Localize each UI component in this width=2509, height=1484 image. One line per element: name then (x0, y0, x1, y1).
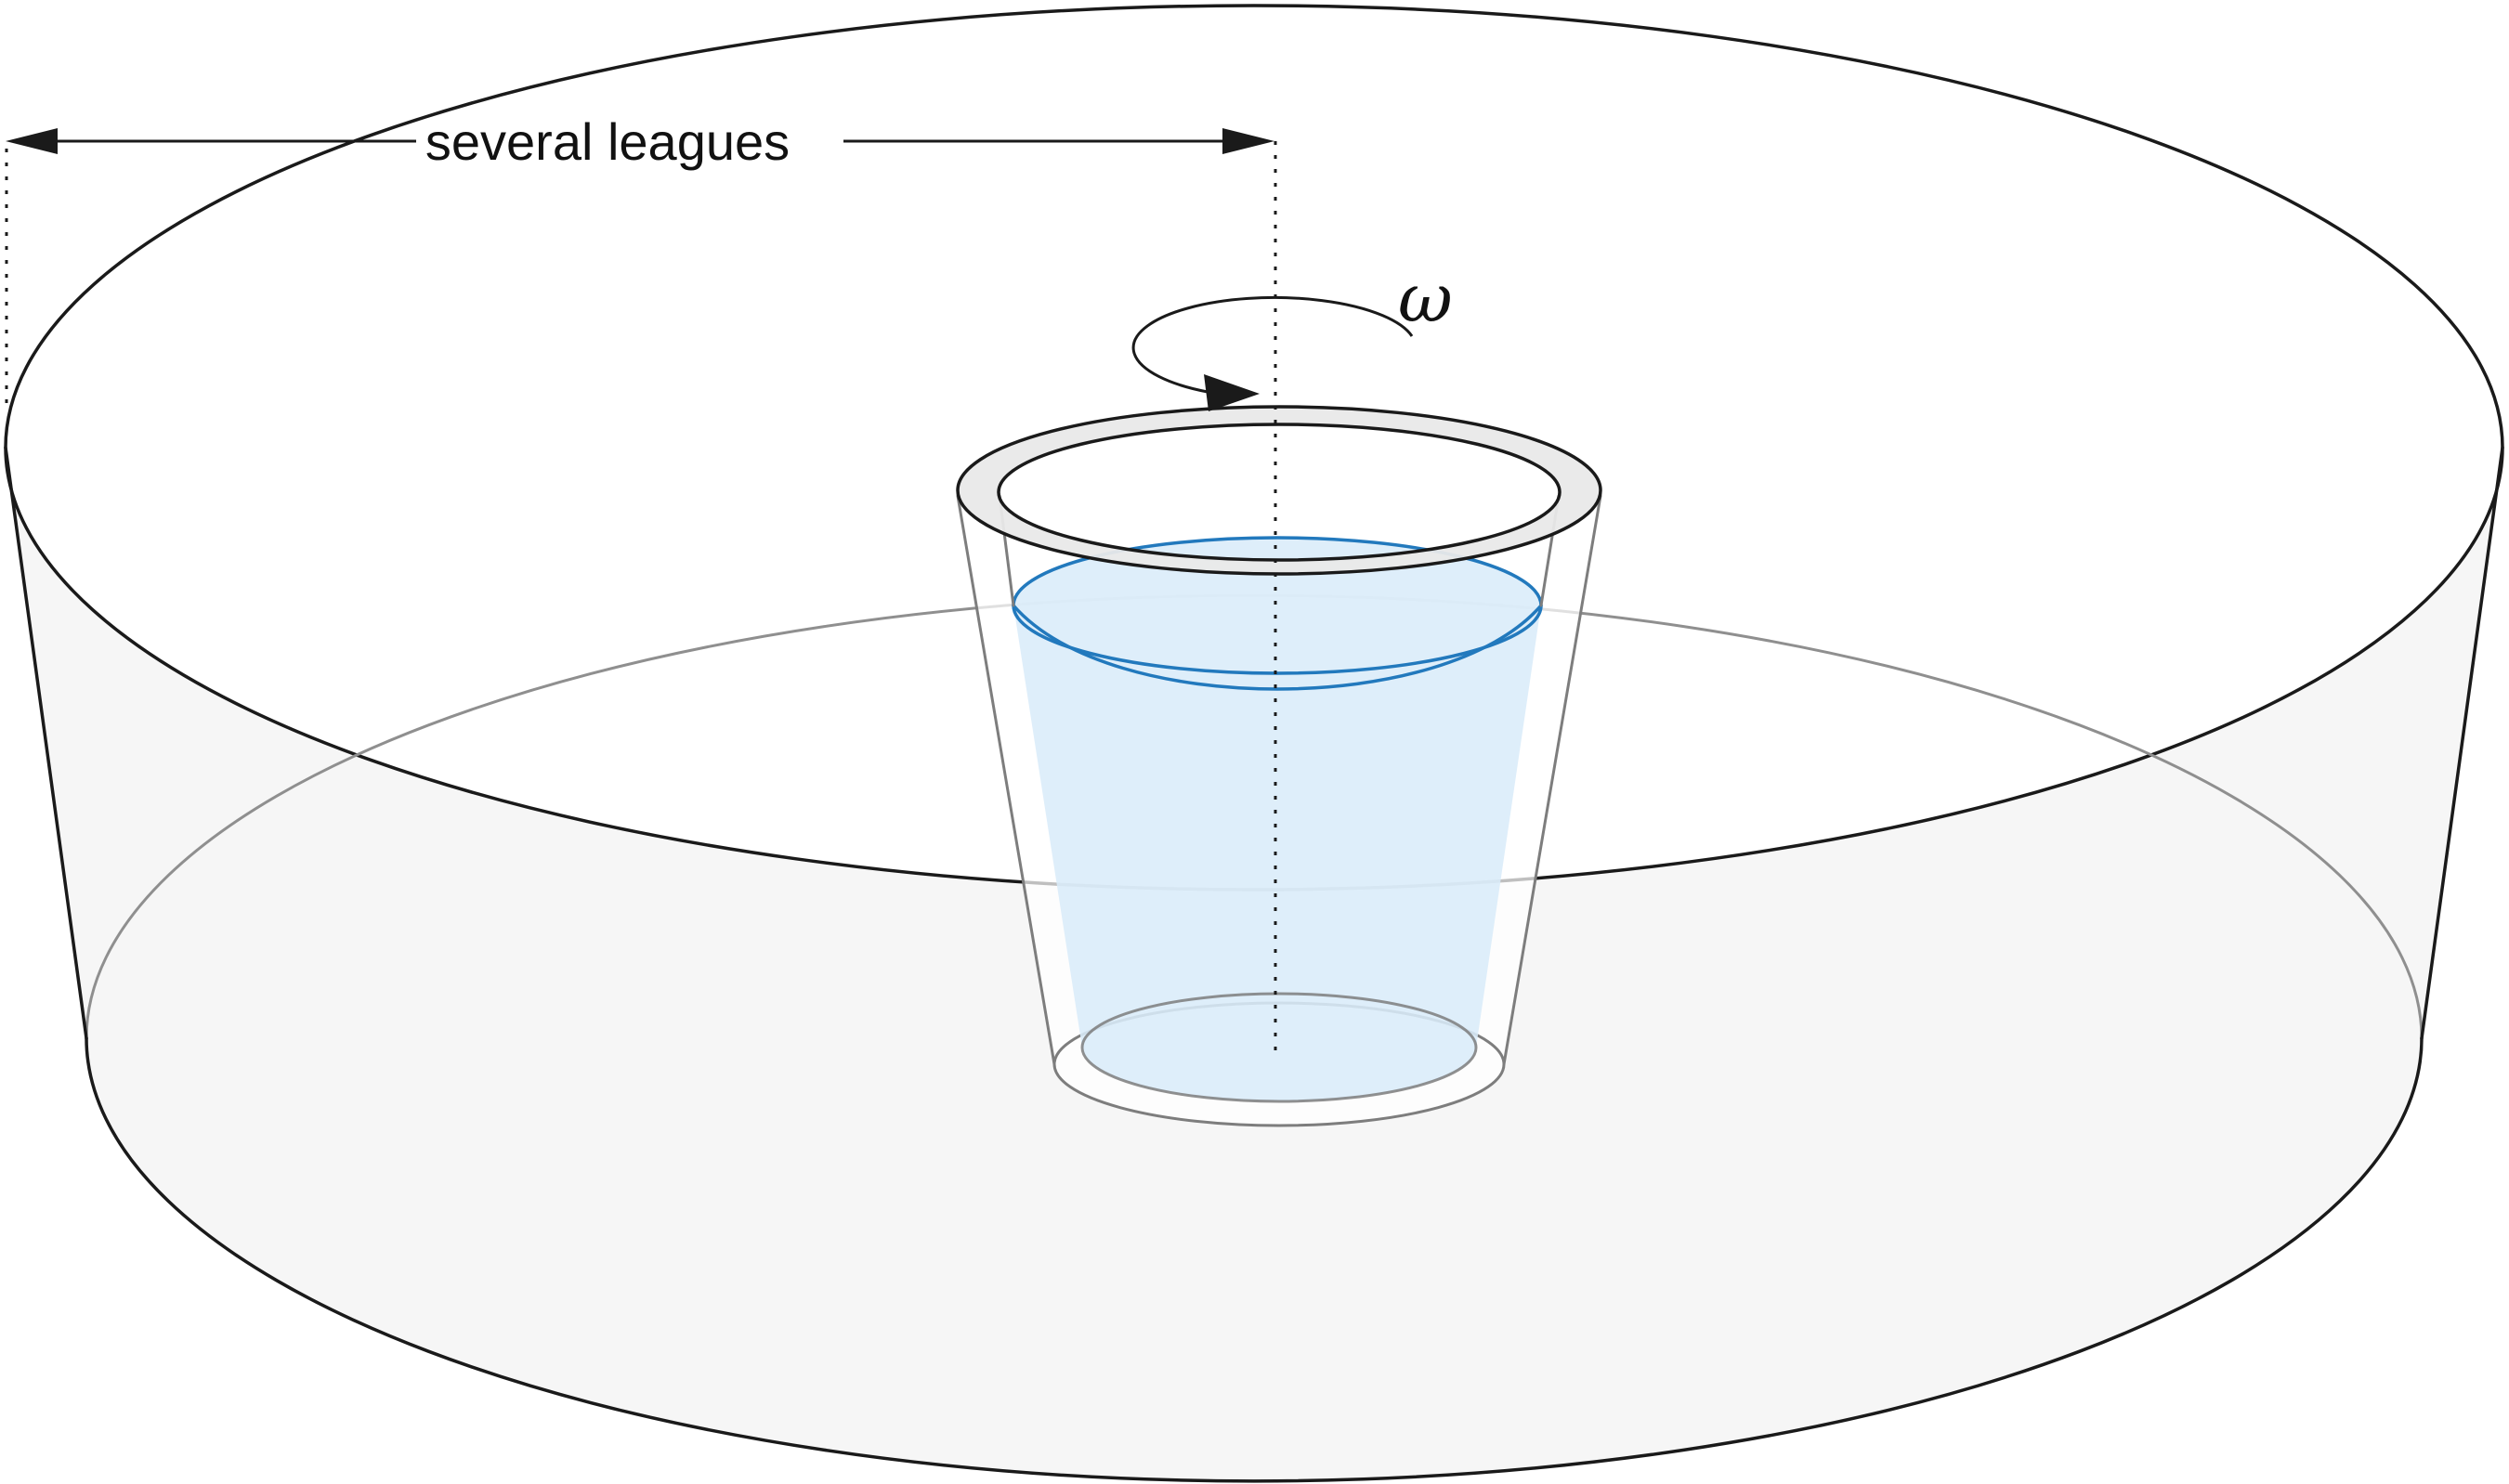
glass-rim-outer-edge (956, 405, 1602, 576)
glass-rim-inner-edge (997, 423, 1562, 562)
rotation-arrow-arc (1131, 295, 1414, 394)
rotation-arrow-head-icon (1204, 374, 1260, 411)
angular-velocity-label: ω (1398, 259, 1453, 337)
dimension-right-arrow-head-icon (1222, 128, 1274, 154)
disk-right-side-edge (2420, 446, 2504, 1040)
distance-dimension: several leagues (5, 112, 1274, 403)
glass-bottom-inner-edge (1080, 992, 1478, 1103)
distance-label: several leagues (425, 112, 790, 171)
disk-bottom-front-edge (85, 1036, 2424, 1483)
rotation-indicator: ω (1131, 259, 1453, 411)
glass-right-wall (1502, 494, 1602, 1066)
glass-left-wall (956, 494, 1056, 1066)
dimension-left-arrow-head-icon (6, 128, 58, 154)
disk-left-side-edge (4, 446, 88, 1040)
water-fill (1013, 538, 1541, 1101)
water-paraboloid-dip (1012, 604, 1543, 691)
glass (956, 405, 1602, 1127)
